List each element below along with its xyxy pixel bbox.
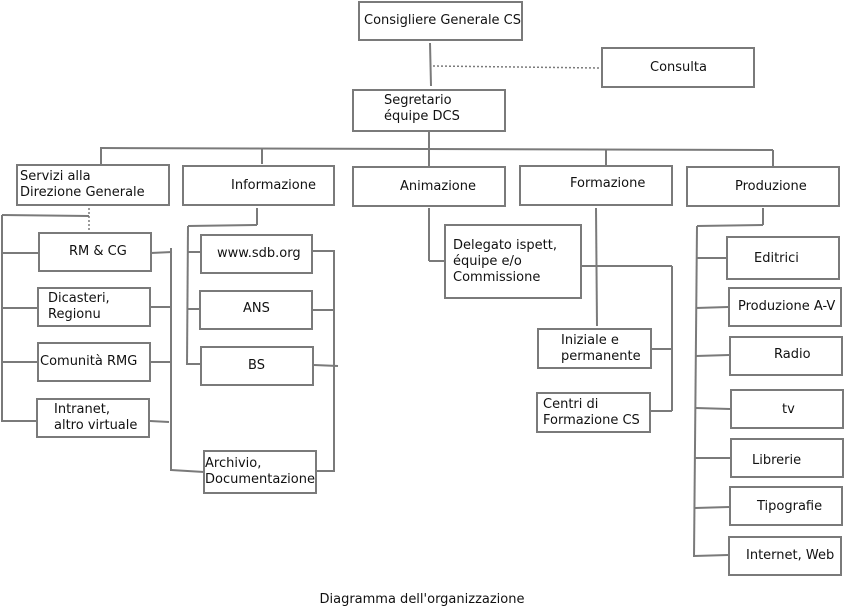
node-librerie: Librerie — [730, 438, 844, 478]
node-delegato: Delegato ispett, équipe e/o Commissione — [444, 224, 582, 299]
node-animazione-label: Animazione — [400, 179, 477, 194]
node-consulta: Consulta — [601, 47, 755, 88]
node-dicasteri: Dicasteri, Regionu — [37, 287, 151, 327]
node-produzione-av-label: Produzione A-V — [738, 299, 836, 314]
node-centri: Centri di Formazione CS — [536, 392, 651, 433]
node-segretario: Segretario équipe DCS — [352, 89, 506, 132]
node-archivio: Archivio, Documentazione — [203, 450, 317, 494]
node-segretario-label: Segretario équipe DCS — [384, 93, 460, 124]
node-iniziale-label: Iniziale e permanente — [561, 333, 641, 364]
node-ans: ANS — [199, 290, 313, 330]
node-consigliere-label: Consigliere Generale CS — [364, 13, 522, 28]
node-librerie-label: Librerie — [752, 453, 802, 468]
node-comunita-label: Comunità RMG — [40, 354, 138, 369]
node-consulta-label: Consulta — [650, 60, 707, 75]
node-intranet-label: Intranet, altro virtuale — [54, 402, 138, 433]
node-produzione-label: Produzione — [735, 179, 807, 194]
node-produzione: Produzione — [686, 166, 840, 207]
node-editrici-label: Editrici — [754, 251, 799, 266]
node-centri-label: Centri di Formazione CS — [543, 397, 640, 428]
node-iniziale: Iniziale e permanente — [537, 328, 652, 369]
node-formazione-label: Formazione — [570, 176, 646, 191]
node-bs: BS — [200, 346, 314, 386]
node-internet: Internet, Web — [728, 536, 842, 576]
node-consigliere: Consigliere Generale CS — [358, 1, 523, 41]
node-editrici: Editrici — [726, 236, 840, 280]
node-servizi-label: Servizi alla Direzione Generale — [20, 169, 145, 200]
node-informazione: Informazione — [182, 165, 335, 206]
node-tv-label: tv — [782, 402, 795, 417]
diagram-caption: Diagramma dell'organizzazione — [319, 592, 525, 607]
node-informazione-label: Informazione — [231, 178, 316, 193]
node-rm-cg: RM & CG — [38, 232, 152, 272]
node-tipografie: Tipografie — [729, 486, 843, 526]
node-radio-label: Radio — [774, 347, 811, 362]
node-archivio-label: Archivio, Documentazione — [205, 456, 315, 487]
node-tv: tv — [730, 389, 844, 429]
node-dicasteri-label: Dicasteri, Regionu — [48, 291, 110, 322]
node-rm-cg-label: RM & CG — [69, 244, 127, 259]
node-radio: Radio — [729, 336, 843, 376]
node-servizi: Servizi alla Direzione Generale — [16, 164, 170, 206]
node-intranet: Intranet, altro virtuale — [36, 398, 150, 438]
node-tipografie-label: Tipografie — [757, 499, 823, 514]
node-sdb-label: www.sdb.org — [217, 246, 301, 261]
node-produzione-av: Produzione A-V — [728, 287, 842, 327]
node-comunita: Comunità RMG — [37, 342, 151, 382]
node-animazione: Animazione — [352, 166, 506, 207]
node-formazione: Formazione — [519, 165, 673, 206]
node-bs-label: BS — [248, 358, 265, 373]
node-ans-label: ANS — [243, 301, 270, 316]
node-internet-label: Internet, Web — [746, 548, 835, 563]
node-sdb: www.sdb.org — [200, 234, 313, 274]
node-delegato-label: Delegato ispett, équipe e/o Commissione — [453, 238, 557, 285]
